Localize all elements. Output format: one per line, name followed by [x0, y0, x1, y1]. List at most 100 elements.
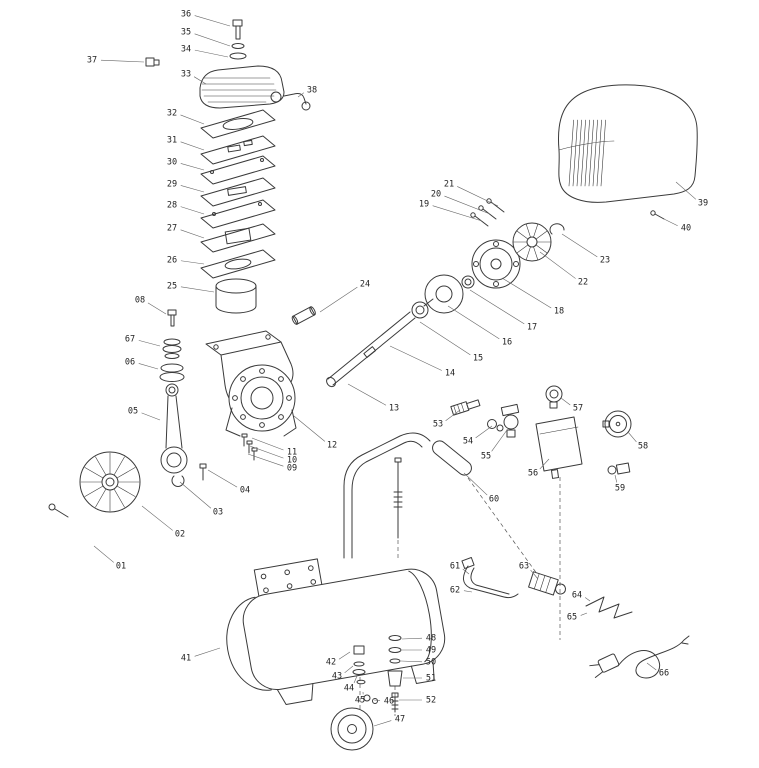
callout-54: 54: [463, 425, 493, 447]
callout-13: 13: [347, 383, 399, 414]
callout-17: 17: [469, 289, 537, 333]
callout-53: 53: [433, 409, 461, 430]
part-number: 40: [681, 224, 691, 234]
leader-line: [138, 363, 159, 370]
wheel-bracket: [410, 661, 435, 685]
callout-23: 23: [561, 233, 610, 266]
handle: [343, 432, 472, 559]
plumbing: [461, 557, 690, 679]
leader-line: [475, 425, 493, 439]
part-number: 35: [181, 28, 191, 38]
callout-55: 55: [481, 429, 508, 462]
callout-27: 27: [167, 224, 205, 239]
callout-02: 02: [141, 505, 185, 540]
leader-line: [530, 569, 539, 580]
callout-29: 29: [167, 180, 205, 193]
part-number: 09: [287, 464, 297, 474]
callout-60: 60: [463, 472, 499, 505]
part-number: 59: [615, 484, 625, 494]
leader-line: [560, 397, 571, 406]
part-number: 17: [527, 323, 537, 333]
part-number: 10: [287, 456, 297, 466]
tank-dome-seam: [226, 596, 272, 691]
leader-line: [614, 474, 618, 483]
callout-34: 34: [181, 45, 229, 58]
part-number: 12: [327, 441, 337, 451]
part-number: 50: [426, 658, 436, 668]
leader-line: [401, 637, 423, 640]
leader-line: [180, 229, 205, 239]
leader-line: [207, 469, 238, 488]
rotor: [423, 274, 464, 314]
leader-line: [293, 415, 326, 442]
leader-line: [373, 699, 381, 701]
part-number: 54: [463, 437, 473, 447]
leader-line: [580, 612, 588, 616]
part-number: 63: [519, 562, 529, 572]
part-number: 57: [573, 404, 583, 414]
leader-line: [180, 163, 205, 171]
callout-06: 06: [125, 358, 159, 370]
part-number: 30: [167, 158, 177, 168]
callout-04: 04: [207, 469, 250, 496]
callout-57: 57: [560, 397, 583, 414]
leader-line: [194, 15, 231, 27]
leader-line: [469, 289, 525, 325]
callout-layer: 3635343733383231302928272625086706052421…: [87, 10, 708, 727]
flat-washer: [229, 52, 247, 60]
rod-bolt: [167, 309, 177, 327]
leader-line: [141, 505, 173, 531]
part-number: 36: [181, 10, 191, 20]
leader-line: [193, 76, 207, 85]
circlip: [549, 223, 565, 235]
part-number: 48: [426, 634, 436, 644]
leader-line: [419, 321, 471, 356]
tank-foot: [276, 683, 314, 705]
leader-line: [180, 141, 205, 151]
part-number: 67: [125, 335, 135, 345]
part-number: 31: [167, 136, 177, 146]
callout-66: 66: [646, 662, 669, 679]
leader-line: [138, 340, 161, 347]
part-number: 25: [167, 282, 177, 292]
tank-group: [226, 558, 446, 751]
motor-shroud: [557, 84, 698, 220]
callout-51: 51: [403, 674, 436, 684]
outlet-fitting: [607, 462, 631, 475]
part-number: 64: [572, 591, 582, 601]
callout-42: 42: [326, 651, 351, 668]
part-number: 61: [450, 562, 460, 572]
callout-25: 25: [167, 282, 215, 293]
leader-line: [319, 286, 358, 313]
callout-43: 43: [332, 665, 354, 682]
leader-line: [251, 437, 284, 451]
callout-35: 35: [181, 28, 231, 47]
callout-22: 22: [539, 251, 588, 288]
pressure-switch: [535, 416, 583, 479]
callout-28: 28: [167, 201, 205, 215]
part-number: 46: [384, 697, 394, 707]
part-number: 28: [167, 201, 177, 211]
leader-line: [539, 458, 550, 470]
callout-47: 47: [373, 715, 405, 727]
callout-09: 09: [247, 453, 297, 474]
part-number: 55: [481, 452, 491, 462]
power-cord: [589, 635, 690, 679]
leader-line: [247, 453, 284, 467]
fan-bolt: [48, 503, 69, 518]
part-number: 56: [528, 469, 538, 479]
part-number: 41: [181, 654, 191, 664]
callout-26: 26: [167, 256, 205, 266]
callout-62: 62: [450, 586, 473, 596]
callout-56: 56: [528, 458, 550, 479]
part-number: 51: [426, 674, 436, 684]
leader-line: [561, 233, 598, 258]
callout-49: 49: [402, 646, 436, 656]
leader-line: [539, 251, 576, 279]
cylinder-sleeve: [215, 278, 257, 314]
callout-50: 50: [400, 658, 436, 668]
callout-05: 05: [128, 407, 161, 421]
callout-10: 10: [249, 445, 297, 466]
stator-end-bell: [471, 239, 521, 289]
connecting-rod: [160, 383, 188, 474]
